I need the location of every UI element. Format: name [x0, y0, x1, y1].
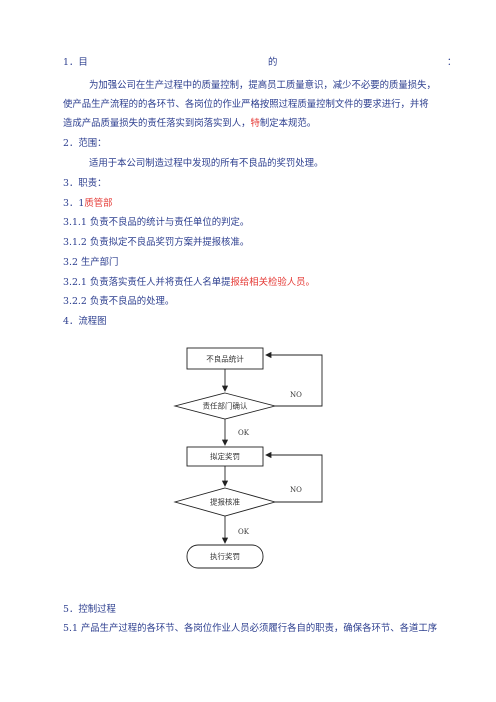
section1-title-char: 的: [268, 57, 278, 68]
duty-3-2: 3.2 生产部门: [63, 257, 119, 268]
duty-3-1-2: 3.1.2 负责拟定不良品奖罚方案并提报核准。: [63, 237, 250, 248]
section1-colon: ：: [447, 57, 457, 68]
duty-3-2-2: 3.2.2 负责不良品的处理。: [63, 296, 175, 307]
flow-label-defect-stats: 不良品统计: [206, 354, 244, 364]
control-5-1: 5.1 产品生产过程的各环节、各岗位作业人员必须履行各自的职责，确保各环节、各道…: [63, 623, 438, 634]
flow-label-dept-confirm: 责任部门确认: [203, 401, 248, 411]
purpose-line-2: 使产品生产流程的的各环节、各岗位的作业严格按照过程质量控制文件的要求进行，并将: [63, 99, 429, 110]
flow-terminal-execute: [186, 544, 264, 569]
scope-heading: 2．范围：: [63, 138, 107, 149]
duty-3-2-1-text: 3.2.1 负责落实责任人并将责任人名单提: [63, 277, 231, 288]
duty-3-1-1: 3.1.1 负责不良品的统计与责任单位的判定。: [63, 217, 250, 228]
scope-text: 适用于本公司制造过程中发现的所有不良品的奖罚处理。: [89, 158, 324, 169]
flow-label-draft-penalty: 拟定奖罚: [210, 451, 240, 461]
duty-3-2-1-red: 报给相关检验人员。: [230, 277, 315, 288]
duty-3-1-dept: 质管部: [84, 198, 113, 209]
flow-label-execute: 执行奖罚: [210, 551, 240, 561]
control-heading: 5．控制过程: [63, 604, 116, 615]
flow-label-no-1: NO: [290, 391, 302, 399]
flow-label-approval: 提报核准: [210, 497, 240, 507]
purpose-line-3-red: 特: [250, 118, 260, 129]
section1-number: 1．目: [63, 57, 88, 68]
purpose-line-3-end: 制定本规范。: [259, 118, 317, 129]
duty-heading: 3．职责：: [63, 178, 107, 189]
duty-3-1: 3．1质管部: [63, 198, 112, 210]
purpose-line-3: 造成产品质量损失的责任落实到岗落实到人，特制定本规范。: [63, 118, 316, 130]
flow-label-no-2: NO: [290, 486, 302, 494]
purpose-line-1: 为加强公司在生产过程中的质量控制，提高员工质量意识，减少不必要的质量损失，: [89, 80, 436, 91]
flow-label-ok-2: OK: [238, 528, 250, 536]
flow-label-ok-1: OK: [238, 429, 250, 437]
duty-3-1-number: 3．1: [63, 198, 85, 209]
flowchart-heading: 4．流程图: [63, 316, 107, 327]
duty-3-2-1: 3.2.1 负责落实责任人并将责任人名单提报给相关检验人员。: [63, 277, 315, 289]
purpose-line-3-text: 造成产品质量损失的责任落实到岗落实到人，: [63, 118, 251, 129]
